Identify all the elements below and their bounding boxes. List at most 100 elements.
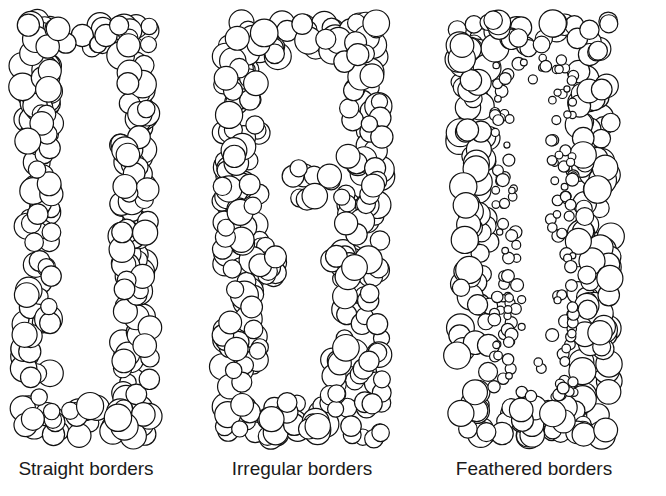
shrub-puff [12, 322, 37, 347]
shrub-puff [133, 220, 158, 245]
feather-puff [493, 62, 500, 69]
feather-puff [567, 76, 576, 85]
feather-puff [504, 142, 510, 148]
shrub-puff [328, 385, 345, 402]
shrub-puff [215, 101, 242, 128]
caption-label: Straight borders [18, 458, 153, 481]
feather-puff [557, 382, 569, 394]
shrub-puff [335, 212, 358, 235]
shrub-puff [484, 11, 503, 30]
feather-puff [566, 280, 578, 292]
shrub-puff [223, 145, 245, 167]
shrub-puff [265, 246, 287, 268]
feather-puff [546, 135, 557, 146]
shrub-puff [451, 226, 478, 253]
shrub-puff [347, 44, 369, 66]
feather-puff [553, 211, 560, 218]
feather-puff [568, 377, 578, 387]
feather-puff [567, 302, 578, 313]
feather-puff [564, 211, 574, 221]
feather-puff [491, 128, 499, 136]
shrub-puff [540, 400, 566, 426]
shrub-puff [28, 161, 45, 178]
shrub-puff [231, 393, 254, 416]
shrub-puff [36, 76, 62, 102]
shrub-puff [576, 208, 594, 226]
shrub-puff [246, 116, 264, 134]
feather-puff [525, 390, 536, 401]
feather-puff [492, 201, 500, 209]
feather-puff [512, 240, 521, 249]
feather-puff [492, 186, 500, 194]
shrub-puff [43, 403, 59, 419]
feather-puff [502, 354, 513, 365]
shrub-puff [600, 15, 618, 33]
shrub-puff [316, 29, 336, 49]
shrub-puff [592, 129, 611, 148]
shrub-puff [578, 266, 596, 284]
irregular-border-frame [209, 10, 394, 449]
shrub-puff [333, 335, 360, 362]
feather-puff [549, 96, 557, 104]
shrub-puff [363, 10, 390, 37]
shrub-puff [225, 26, 249, 50]
shrub-puff [138, 100, 155, 117]
shrub-puff [360, 64, 384, 88]
feather-puff [557, 228, 567, 238]
shrub-puff [213, 177, 231, 195]
shrub-puff [292, 14, 313, 35]
shrub-puff [594, 418, 618, 442]
shrub-puff [584, 176, 612, 204]
shrub-puff [14, 283, 39, 308]
feather-puff [502, 270, 515, 283]
shrub-puff [533, 36, 550, 53]
shrub-puff [360, 284, 378, 302]
feather-puff [494, 351, 503, 360]
shrub-puff [41, 298, 57, 314]
feather-puff [564, 86, 570, 92]
shrub-puff [214, 66, 238, 90]
shrub-puff [334, 189, 350, 205]
shrub-puff [113, 175, 137, 199]
shrub-puff [591, 79, 612, 100]
feather-puff [498, 218, 509, 229]
shrub-puff [362, 394, 382, 414]
shrub-puff [588, 321, 612, 345]
shrub-puff [41, 266, 61, 286]
shrub-puff [223, 260, 241, 278]
feather-puff [560, 357, 570, 367]
shrub-puff [27, 204, 48, 225]
shrub-puff [479, 362, 498, 381]
feather-puff [562, 344, 571, 353]
shrub-puff [340, 99, 359, 118]
feather-puff [568, 329, 576, 337]
shrub-puff [239, 174, 260, 195]
feather-puff [493, 115, 504, 126]
shrub-puff [342, 255, 368, 281]
shrub-puff [372, 424, 389, 441]
shrub-puff [597, 265, 623, 291]
shrub-puff [456, 119, 478, 141]
shrub-puff [448, 400, 474, 426]
shrub-puff [21, 407, 44, 430]
shrub-puff [77, 392, 104, 419]
shrub-puff [117, 73, 139, 95]
shrub-puff [140, 37, 156, 53]
shrub-puff [219, 311, 242, 334]
shrub-puff [468, 295, 488, 315]
shrub-puff [114, 279, 135, 300]
feather-puff [506, 230, 518, 242]
feather-puff [551, 177, 559, 185]
caption-label: Feathered borders [456, 458, 612, 481]
shrub-puff [250, 19, 278, 47]
shrub-puff [601, 113, 620, 132]
shrub-puff [359, 351, 379, 371]
feather-puff [528, 75, 537, 84]
shrub-puff [117, 34, 140, 57]
shrub-puff [112, 222, 133, 243]
shrub-puff [241, 296, 263, 318]
feather-puff [554, 89, 561, 96]
feather-puff [548, 223, 557, 232]
feather-puff [497, 229, 503, 235]
